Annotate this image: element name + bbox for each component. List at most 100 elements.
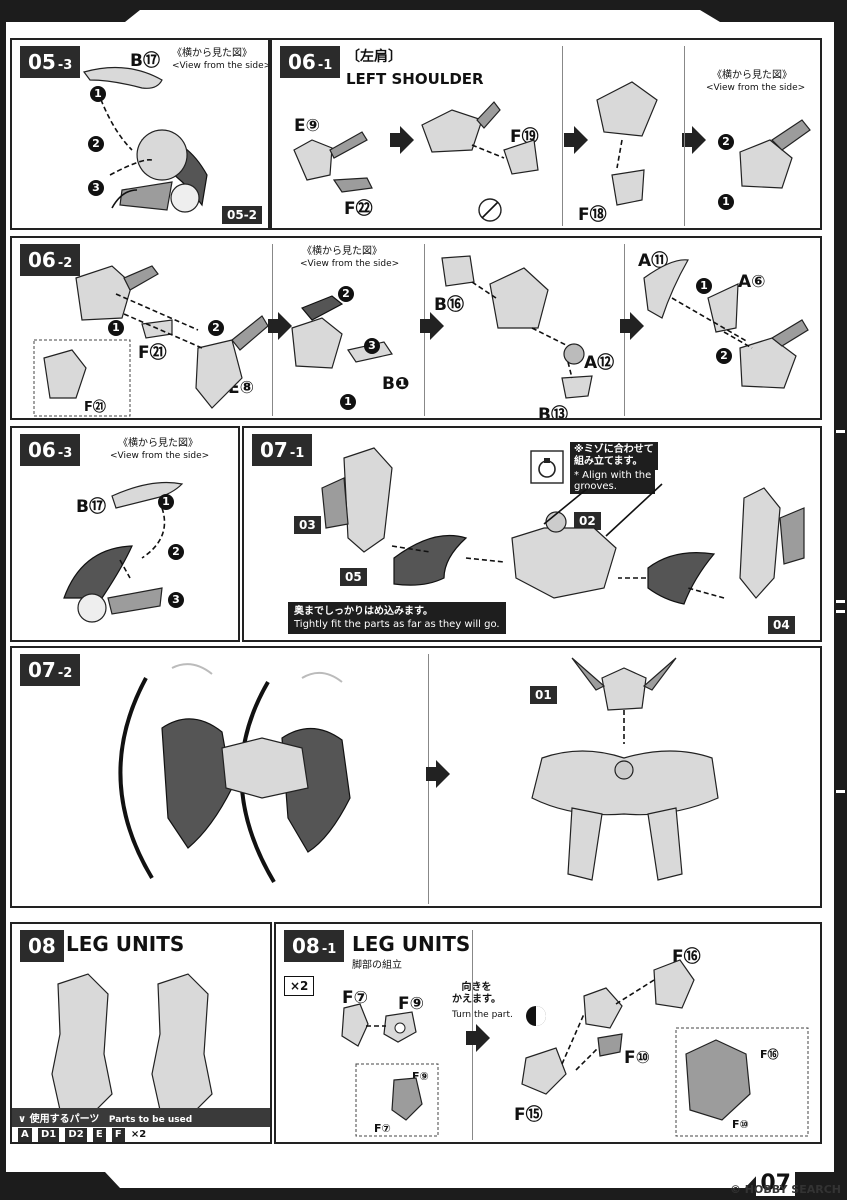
page-number: 07 [756, 1171, 795, 1196]
step-tag-08: 08 [20, 930, 64, 962]
ref-tag-03: 03 [294, 516, 321, 534]
part-label-f18: F⑱ [578, 205, 607, 225]
step-tag-08-1: 08-1 [284, 930, 345, 962]
chip-e: E [92, 1128, 106, 1142]
panel-08: 08 LEG UNITS ∨ 使用するパーツ Parts to be used … [10, 922, 272, 1144]
divider [562, 46, 563, 226]
leg-assembly-jp: 脚部の組立 [352, 960, 402, 971]
part-label-f10-inset: F⑩ [732, 1118, 749, 1131]
part-label-b1: B❶ [382, 374, 410, 394]
step-2-marker: 2 [88, 136, 104, 152]
side-view-jp: 《横から見た図》 [712, 70, 792, 81]
fit-caption-jp: 奥までしっかりはめ込みます。 [294, 606, 433, 617]
assembly-illustration-06-3 [63, 481, 184, 623]
fit-caption-en: Tightly fit the parts as far as they wil… [294, 619, 500, 630]
groove-note-jp: ※ミゾに合わせて 組み立てます。 [570, 442, 658, 470]
chip-a: A [18, 1128, 32, 1142]
next-arrow [620, 312, 644, 340]
leg-units-illustration [51, 973, 213, 1115]
panel-07-2: 07-2 01 [10, 646, 822, 908]
step-tag-07-2: 07-2 [20, 654, 81, 686]
step-tag-07-1: 07-1 [252, 434, 313, 466]
step-1-marker: 1 [718, 194, 734, 210]
next-arrow [426, 760, 450, 788]
panel-06-2: 06-2 F㉑ F㉑ E⑧ B❶ B⑯ A⑫ B⑬ A⑪ A⑥ 《横から見た図》… [10, 236, 822, 420]
step-1-marker: 1 [90, 86, 106, 102]
groove-note-en: * Align with the grooves. [570, 468, 656, 494]
step-tag-05-3: 05-3 [20, 46, 81, 78]
panel-06-3: 06-3 《横から見た図》 <View from the side> B⑰ 1 … [10, 426, 240, 642]
step-3-marker: 3 [168, 592, 184, 608]
assembly-illustration-06-1 [293, 81, 811, 222]
next-arrow [466, 1024, 490, 1052]
parts-bar-en: Parts to be used [108, 1115, 193, 1125]
next-arrow [682, 126, 706, 154]
next-arrow [420, 312, 444, 340]
ref-tag-05: 05 [340, 568, 367, 586]
part-label-b17: B⑰ [130, 51, 160, 71]
parts-to-be-used-bar: ∨ 使用するパーツ Parts to be used [12, 1108, 270, 1127]
side-view-jp: 《横から見た図》 [302, 246, 382, 257]
part-label-a11: A⑪ [638, 251, 669, 271]
ref-tag-01: 01 [530, 686, 557, 704]
next-arrow [564, 126, 588, 154]
step-1-marker: 1 [158, 494, 174, 510]
next-arrow [390, 126, 414, 154]
side-view-jp: 《横から見た図》 [118, 438, 198, 449]
part-label-f21-inset: F㉑ [84, 400, 106, 415]
assembly-illustration-08-1 [341, 959, 809, 1137]
turn-part-jp: 向きを かえます。 [452, 982, 501, 1005]
x2-badge: ×2 [284, 976, 315, 996]
ref-tag-04: 04 [768, 616, 795, 634]
side-view-en: <View from the side> [300, 259, 400, 269]
chip-f: F [111, 1128, 125, 1142]
step-tag-06-1: 06-1 [280, 46, 341, 78]
parts-bar-jp: 使用するパーツ [29, 1114, 100, 1125]
part-label-f21: F㉑ [138, 343, 167, 363]
assembly-illustration-07-2 [118, 657, 719, 884]
chip-d1: D1 [37, 1128, 60, 1142]
step-2-marker: 2 [338, 286, 354, 302]
step-1-marker: 1 [108, 320, 124, 336]
step-3-marker: 3 [364, 338, 380, 354]
side-view-en: <View from the side> [110, 451, 210, 461]
step-2-marker: 2 [208, 320, 224, 336]
leg-units-title: LEG UNITS [66, 932, 185, 956]
chip-d2: D2 [65, 1128, 87, 1142]
step-3-marker: 3 [88, 180, 104, 196]
step-2-marker: 2 [716, 348, 732, 364]
chip-multiplier: ×2 [130, 1129, 147, 1140]
side-view-en: <View from the side> [706, 83, 806, 93]
step-2-marker: 2 [718, 134, 734, 150]
step-tag-06-3: 06-3 [20, 434, 81, 466]
part-label-a6: A⑥ [738, 272, 766, 292]
panel-08-1: 08-1 LEG UNITS 脚部の組立 ×2 F⑦ F⑨ F⑨ F⑦ F⑯ F… [274, 922, 822, 1144]
ref-tag-02: 02 [574, 512, 601, 530]
part-label-e9: E⑨ [294, 116, 321, 136]
panel-05-3: 05-3 B⑰ 《横から見た図》 <View from the side> 1 … [10, 38, 270, 230]
turn-part-en: Turn the part. [452, 1010, 513, 1020]
assembly-illustration-06-2 [33, 255, 809, 417]
side-view-en: <View from the side> [172, 61, 270, 71]
ref-tag-05-2: 05-2 [222, 206, 263, 224]
part-label-b17: B⑰ [76, 497, 106, 517]
part-label-f10: F⑩ [624, 1048, 651, 1068]
part-label-f9: F⑨ [398, 994, 425, 1014]
left-shoulder-title-jp: 〔左肩〕 [346, 49, 402, 65]
assembly-illustration-05-3 [82, 66, 208, 213]
step-tag-06-2: 06-2 [20, 244, 81, 276]
step-1-marker: 1 [696, 278, 712, 294]
divider [684, 46, 685, 226]
part-label-a12: A⑫ [584, 353, 615, 373]
assembly-illustration-07-1 [321, 447, 805, 605]
parts-chip-list: A D1 D2 E F ×2 [18, 1128, 146, 1142]
watermark: © HOBBY SEARCH [729, 1183, 841, 1196]
part-label-b13: B⑬ [538, 405, 568, 420]
left-shoulder-title: LEFT SHOULDER [346, 70, 484, 88]
leg-units-title: LEG UNITS [352, 932, 471, 956]
part-label-f7-inset: F⑦ [374, 1122, 391, 1135]
part-label-b16: B⑯ [434, 295, 464, 315]
groove-icon [530, 450, 564, 484]
panel-07-1: 07-1 03 05 02 04 ※ミゾに合わせて 組み立てます。 * Alig… [242, 426, 822, 642]
part-label-f22: F㉒ [344, 199, 373, 219]
